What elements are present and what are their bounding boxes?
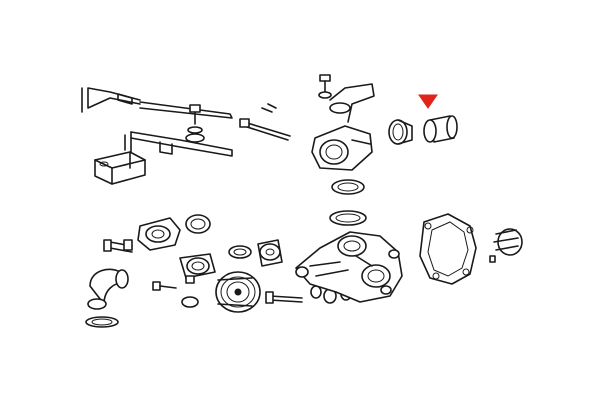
- thermostat-housing: [311, 83, 375, 195]
- coolant-pipe: [81, 87, 233, 157]
- red-arrow-icon: [418, 94, 438, 109]
- outlet-housing: [179, 239, 283, 279]
- hose-clamp: [388, 119, 413, 145]
- pulley: [215, 271, 261, 313]
- bolts-right: [489, 255, 496, 263]
- water-pump: [295, 231, 403, 303]
- pump-gasket: [419, 213, 477, 285]
- pipe-bracket: [94, 151, 146, 185]
- coolant-hose: [423, 115, 458, 143]
- bolts: [185, 74, 332, 143]
- elbow-hose: [85, 268, 129, 328]
- sealing-rings: [181, 210, 523, 308]
- thermostat-cover: [103, 217, 181, 253]
